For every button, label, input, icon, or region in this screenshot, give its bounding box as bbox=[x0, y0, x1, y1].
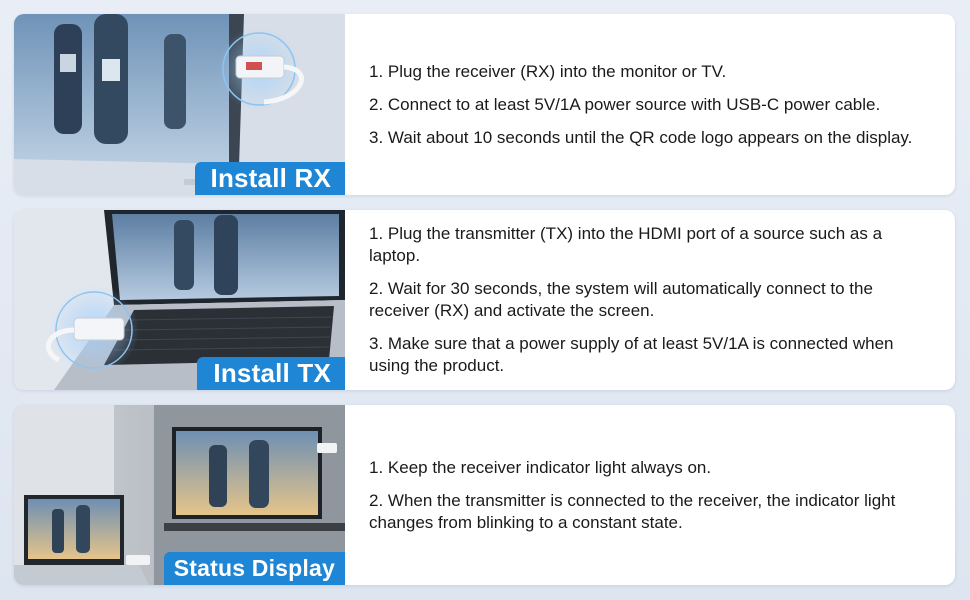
status-display-label: Status Display bbox=[163, 552, 345, 585]
status-step-1: 1. Keep the receiver indicator light alw… bbox=[369, 457, 712, 477]
tx-step-1: 1. Plug the transmitter (TX) into the HD… bbox=[369, 224, 883, 265]
status-display-steps: 1. Keep the receiver indicator light alw… bbox=[369, 405, 937, 585]
rx-step-3: 3. Wait about 10 seconds until the QR co… bbox=[369, 127, 913, 147]
install-tx-label: Install TX bbox=[197, 357, 345, 390]
rx-step-2: 2. Connect to at least 5V/1A power sourc… bbox=[369, 94, 881, 114]
tx-step-2: 2. Wait for 30 seconds, the system will … bbox=[369, 279, 873, 320]
install-tx-steps: 1. Plug the transmitter (TX) into the HD… bbox=[369, 210, 937, 390]
status-step-2: 2. When the transmitter is connected to … bbox=[369, 490, 896, 532]
install-tx-panel: Install TX 1. Plug the transmitter (TX) … bbox=[14, 210, 955, 390]
rx-step-1: 1. Plug the receiver (RX) into the monit… bbox=[369, 61, 727, 81]
tv-laptop-room-photo: Status Display bbox=[14, 405, 345, 585]
install-rx-label: Install RX bbox=[194, 162, 345, 195]
install-rx-steps: 1. Plug the receiver (RX) into the monit… bbox=[369, 14, 937, 195]
install-rx-panel: Install RX 1. Plug the receiver (RX) int… bbox=[14, 14, 955, 195]
tx-step-3: 3. Make sure that a power supply of at l… bbox=[369, 334, 894, 375]
status-display-panel: Status Display 1. Keep the receiver indi… bbox=[14, 405, 955, 585]
monitor-receiver-photo: Install RX bbox=[14, 14, 345, 195]
laptop-transmitter-photo: Install TX bbox=[14, 210, 345, 390]
